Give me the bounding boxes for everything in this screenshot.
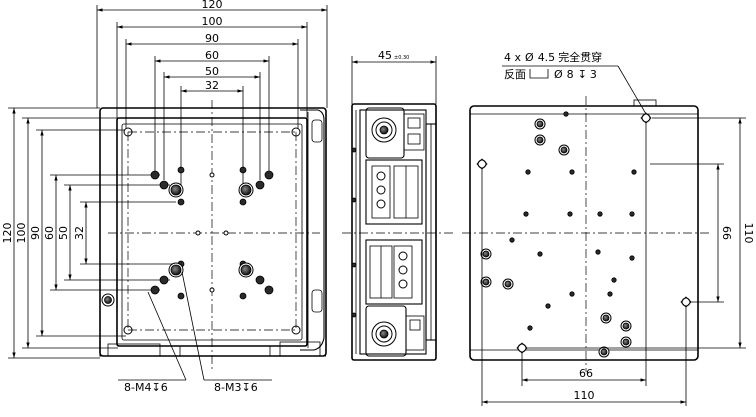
dim-45-side: 45±0.30 [378, 49, 409, 62]
front-callouts: 8-M4↧6 8-M3↧6 [118, 271, 272, 394]
front-horizontal-dimensions: 120 100 90 60 50 32 [96, 0, 328, 185]
rear-bottom-dimensions: 66 110 [481, 122, 687, 406]
dim-120-top: 120 [202, 0, 223, 11]
dim-60-left: 60 [43, 226, 56, 240]
dim-50-top: 50 [205, 65, 219, 78]
dim-100-top: 100 [202, 15, 223, 28]
callout-m4: 8-M4↧6 [124, 381, 168, 394]
diameter-symbol-icon: Ø [525, 51, 534, 64]
front-stage-body [99, 100, 327, 370]
dim-32-top: 32 [205, 79, 219, 92]
callout-m3: 8-M3↧6 [214, 381, 258, 394]
counterbore-symbol-icon [529, 69, 549, 79]
dim-60-top: 60 [205, 49, 219, 62]
depth-symbol-icon: ↧ [578, 68, 587, 81]
dim-110-right: 110 [742, 223, 755, 244]
diameter-symbol-icon: Ø [554, 68, 563, 81]
rear-right-dimensions: 66 110 [526, 117, 755, 349]
dim-66-right: 66 [720, 226, 733, 240]
dim-50-left: 50 [57, 226, 70, 240]
dim-32-left: 32 [73, 226, 86, 240]
dim-90-left: 90 [29, 226, 42, 240]
depth-symbol-icon: ↧ [241, 381, 250, 394]
front-view: 120 100 90 60 50 32 [1, 0, 328, 394]
dim-110-bottom: 110 [574, 389, 595, 402]
note-counterbore: 反面 [504, 68, 526, 81]
dim-100-left: 100 [15, 223, 28, 244]
side-width-dimension: 45±0.30 [351, 49, 437, 104]
side-view: 45±0.30 [342, 49, 456, 361]
dim-120-left: 120 [1, 223, 14, 244]
depth-symbol-icon: ↧ [151, 381, 160, 394]
dim-66-bottom: 66 [579, 367, 593, 380]
dim-90-top: 90 [205, 32, 219, 45]
